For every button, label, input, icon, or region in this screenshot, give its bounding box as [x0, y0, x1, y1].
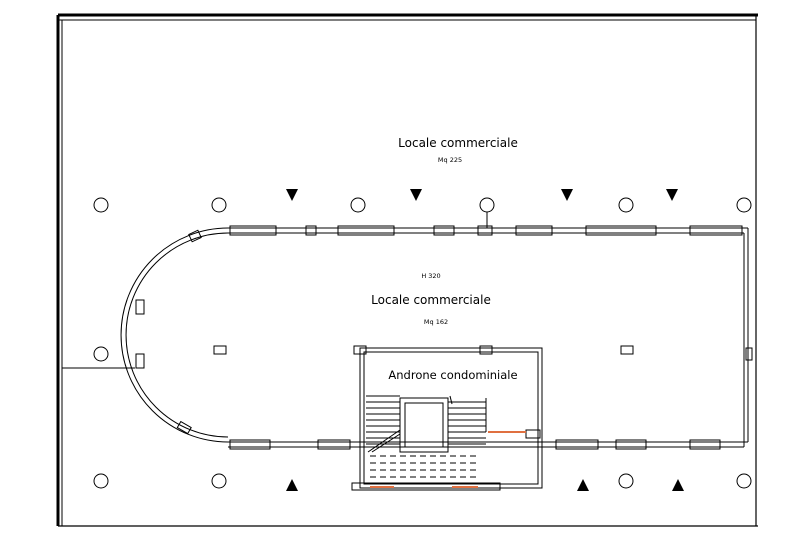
- outer-room-area: Mq 225: [438, 156, 462, 164]
- arrow-down-icon: [286, 189, 298, 201]
- inner-shop-walls: [62, 227, 749, 448]
- outer-boundary: [56, 13, 758, 527]
- windows: [135, 225, 753, 450]
- door-accents: [370, 431, 526, 488]
- lobby-name: Androne condominiale: [388, 368, 517, 382]
- inner-room-height: H 320: [421, 272, 440, 280]
- arrow-up-icon: [672, 479, 684, 491]
- arrow-up-icon: [577, 479, 589, 491]
- columns: [93, 197, 752, 489]
- stairwell: [351, 345, 543, 491]
- stair-treads: [366, 395, 486, 478]
- inner-room-name: Locale commerciale: [371, 293, 491, 307]
- arrow-down-icon: [561, 189, 573, 201]
- arrow-down-icon: [410, 189, 422, 201]
- inner-room-area: Mq 162: [424, 318, 448, 326]
- entrance-arrows: [286, 189, 684, 491]
- arrow-up-icon: [286, 479, 298, 491]
- outer-room-name: Locale commerciale: [398, 136, 518, 150]
- inner-pillars: [213, 345, 634, 355]
- arrow-down-icon: [666, 189, 678, 201]
